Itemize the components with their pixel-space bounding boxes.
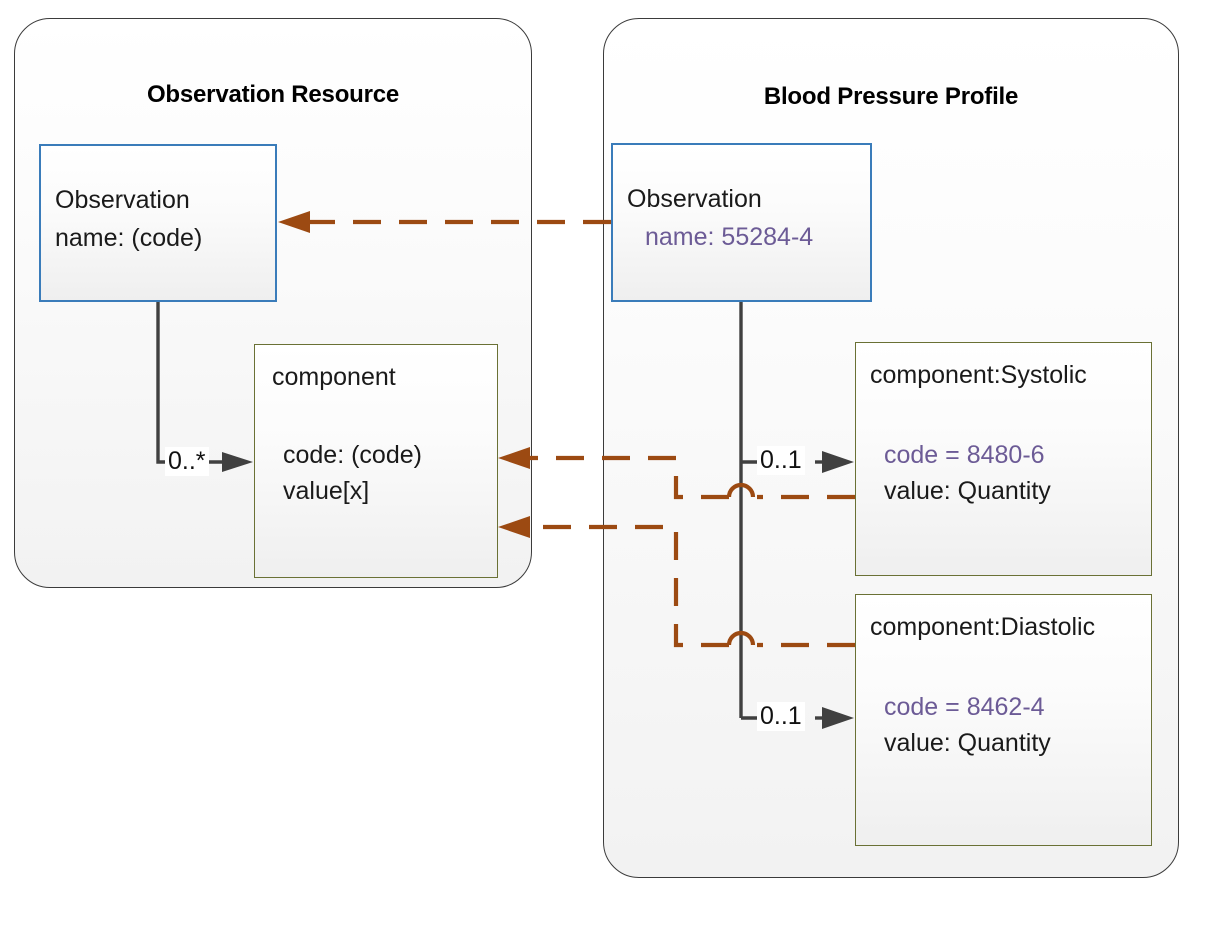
panel-title-blood-pressure-profile: Blood Pressure Profile bbox=[763, 83, 1019, 110]
attribute-observation-name: name: (code) bbox=[55, 224, 203, 252]
class-name-component: component bbox=[272, 363, 396, 391]
class-name-component-systolic: component:Systolic bbox=[870, 361, 1087, 389]
class-name-observation: Observation bbox=[55, 186, 190, 214]
attribute-diastolic-value: value: Quantity bbox=[884, 729, 1051, 757]
class-name-observation-profile: Observation bbox=[627, 185, 762, 213]
attribute-systolic-code: code = 8480-6 bbox=[884, 441, 1045, 469]
multiplicity-label-profile-diastolic: 0..1 bbox=[757, 702, 805, 731]
attribute-component-value: value[x] bbox=[283, 477, 370, 505]
attribute-diastolic-code: code = 8462-4 bbox=[884, 693, 1045, 721]
multiplicity-label-observation-component: 0..* bbox=[165, 447, 209, 476]
attribute-observation-profile-name: name: 55284-4 bbox=[645, 223, 814, 251]
attribute-systolic-value: value: Quantity bbox=[884, 477, 1051, 505]
class-box-component-systolic[interactable]: component:Systolic code = 8480-6 value: … bbox=[855, 342, 1152, 576]
class-name-component-diastolic: component:Diastolic bbox=[870, 613, 1096, 641]
multiplicity-label-profile-systolic: 0..1 bbox=[757, 446, 805, 475]
attribute-component-code: code: (code) bbox=[283, 441, 422, 469]
panel-title-observation-resource: Observation Resource bbox=[146, 81, 400, 108]
class-box-component-diastolic[interactable]: component:Diastolic code = 8462-4 value:… bbox=[855, 594, 1152, 846]
class-box-observation-resource[interactable]: Observation name: (code) bbox=[39, 144, 277, 302]
class-box-component[interactable]: component code: (code) value[x] bbox=[254, 344, 498, 578]
class-box-observation-profile[interactable]: Observation name: 55284-4 bbox=[611, 143, 872, 302]
